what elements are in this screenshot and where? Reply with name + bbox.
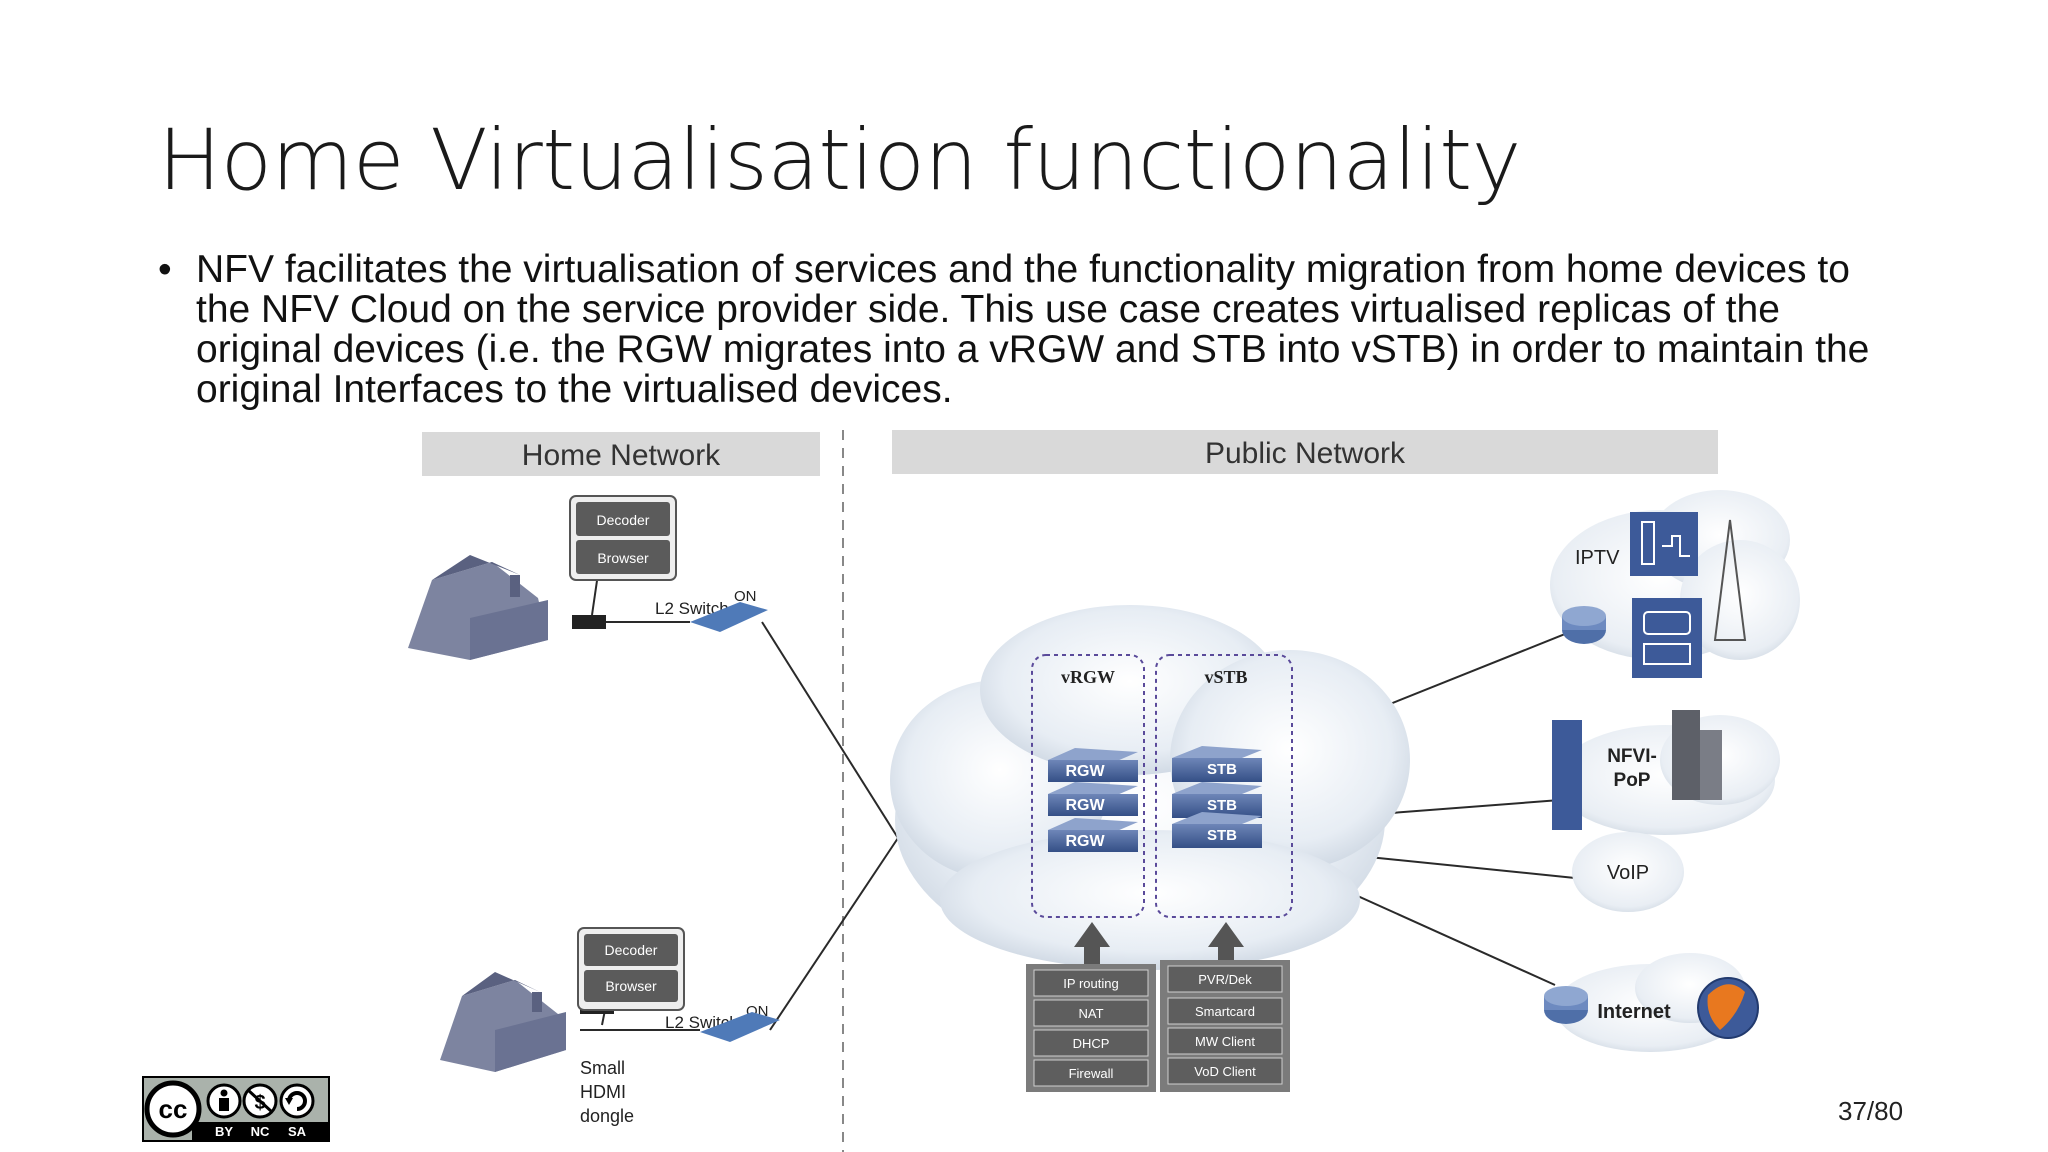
stb-function-box-1 — [1167, 965, 1283, 993]
nfvi-label-line2: PoP — [1614, 770, 1651, 791]
bullet-point: • NFV facilitates the virtualisation of … — [150, 250, 1910, 410]
rgw-function-stack: IP routing NAT DHCP Firewall — [1026, 964, 1156, 1092]
rgw-function-label-4: Firewall — [1069, 1066, 1114, 1081]
nfvi-building-icon — [1672, 710, 1722, 800]
browser-box-bottom — [584, 970, 678, 1002]
bottom-home-device-stack: Decoder Browser — [577, 927, 685, 1011]
stb-tile-3: STB — [1172, 812, 1262, 848]
top-home-device-stack: Decoder Browser — [569, 495, 677, 581]
l2-switch-bottom-icon — [700, 1012, 780, 1042]
rgw-migration-arrow — [1074, 922, 1110, 969]
vrgw-container — [1031, 654, 1145, 918]
home-network-label: Home Network — [522, 439, 721, 472]
stb-function-label-1: PVR/Dek — [1198, 972, 1252, 987]
voip-label: VoIP — [1607, 862, 1649, 884]
rgw-function-box-2 — [1033, 999, 1149, 1027]
stb-function-label-3: MW Client — [1195, 1034, 1255, 1049]
stb-tile-1: STB — [1172, 746, 1262, 782]
rgw-function-box-4 — [1033, 1059, 1149, 1087]
l2-switch-top-icon — [690, 602, 768, 632]
browser-label-top: Browser — [597, 550, 649, 566]
cc-license-badge: cc $ BY NC SA — [142, 1076, 330, 1142]
dongle-label-line3: dongle — [580, 1106, 634, 1126]
home-network-band — [422, 432, 820, 476]
broadcast-tower-icon — [1713, 519, 1747, 641]
stb-function-label-4: VoD Client — [1194, 1064, 1256, 1079]
stb-function-box-3 — [1167, 1027, 1283, 1055]
vstb-container — [1155, 654, 1293, 918]
browser-box-top — [576, 540, 670, 574]
rgw-function-label-2: NAT — [1078, 1006, 1103, 1021]
rgw-tile-3: RGW — [1048, 818, 1138, 852]
decoder-box-top — [576, 502, 670, 536]
sa-label: SA — [288, 1124, 307, 1139]
rgw-function-label-3: DHCP — [1073, 1036, 1110, 1051]
stb-label-2: STB — [1207, 797, 1237, 814]
rgw-function-label-1: IP routing — [1063, 976, 1118, 991]
browser-label-bottom: Browser — [605, 978, 657, 994]
rgw-function-box-1 — [1033, 969, 1149, 997]
iptv-server-icon — [1630, 512, 1702, 678]
rgw-tile-1: RGW — [1048, 748, 1138, 782]
public-network-band — [892, 430, 1718, 474]
rgw-function-box-3 — [1033, 1029, 1149, 1057]
stb-label-1: STB — [1207, 761, 1237, 778]
rgw-label-2: RGW — [1065, 797, 1105, 814]
public-network-label: Public Network — [1205, 437, 1406, 470]
rgw-box-top-icon — [572, 615, 606, 629]
internet-label: Internet — [1597, 1001, 1671, 1023]
decoder-label-top: Decoder — [597, 512, 650, 528]
vstb-label: vSTB — [1204, 667, 1247, 687]
stb-label-3: STB — [1207, 827, 1237, 844]
cc-label: cc — [159, 1094, 188, 1124]
bullet-text: NFV facilitates the virtualisation of se… — [196, 248, 1870, 411]
dongle-label-line1: Small — [580, 1058, 625, 1078]
l2-switch-label-top: L2 Switch — [655, 599, 729, 618]
nfvi-label-line1: NFVI- — [1607, 746, 1657, 767]
nfvi-rack-icon — [1552, 720, 1582, 830]
cc-circle-icon — [144, 1080, 202, 1138]
decoder-box-bottom — [584, 934, 678, 966]
rgw-label-1: RGW — [1065, 763, 1105, 780]
voip-cloud-icon — [1572, 832, 1684, 912]
house-top-icon — [408, 555, 548, 660]
on-label-top: ON — [734, 588, 757, 605]
stb-function-stack: PVR/Dek Smartcard MW Client VoD Client — [1160, 960, 1290, 1092]
decoder-label-bottom: Decoder — [605, 942, 658, 958]
iptv-router-icon — [1562, 606, 1606, 644]
stb-function-box-4 — [1167, 1057, 1283, 1085]
rgw-label-3: RGW — [1065, 833, 1105, 850]
internet-router-icon — [1544, 986, 1588, 1024]
stb-function-label-2: Smartcard — [1195, 1004, 1255, 1019]
rgw-tile-2: RGW — [1048, 782, 1138, 816]
vrgw-label: vRGW — [1061, 667, 1115, 687]
slide-title: Home Virtualisation functionality — [158, 111, 1521, 209]
nfvi-pop-cloud-icon — [1555, 715, 1780, 835]
globe-icon — [1697, 977, 1759, 1039]
sa-share-icon — [279, 1083, 315, 1119]
nfv-cloud-icon — [890, 605, 1410, 970]
page-number: 37/80 — [1838, 1096, 1904, 1126]
dongle-label-line2: HDMI — [580, 1082, 626, 1102]
by-label: BY — [215, 1124, 233, 1139]
iptv-label: IPTV — [1575, 547, 1620, 569]
bullet-dot: • — [158, 248, 172, 291]
stb-function-box-2 — [1167, 997, 1283, 1025]
nc-label: NC — [251, 1124, 270, 1139]
house-bottom-icon — [440, 972, 566, 1072]
